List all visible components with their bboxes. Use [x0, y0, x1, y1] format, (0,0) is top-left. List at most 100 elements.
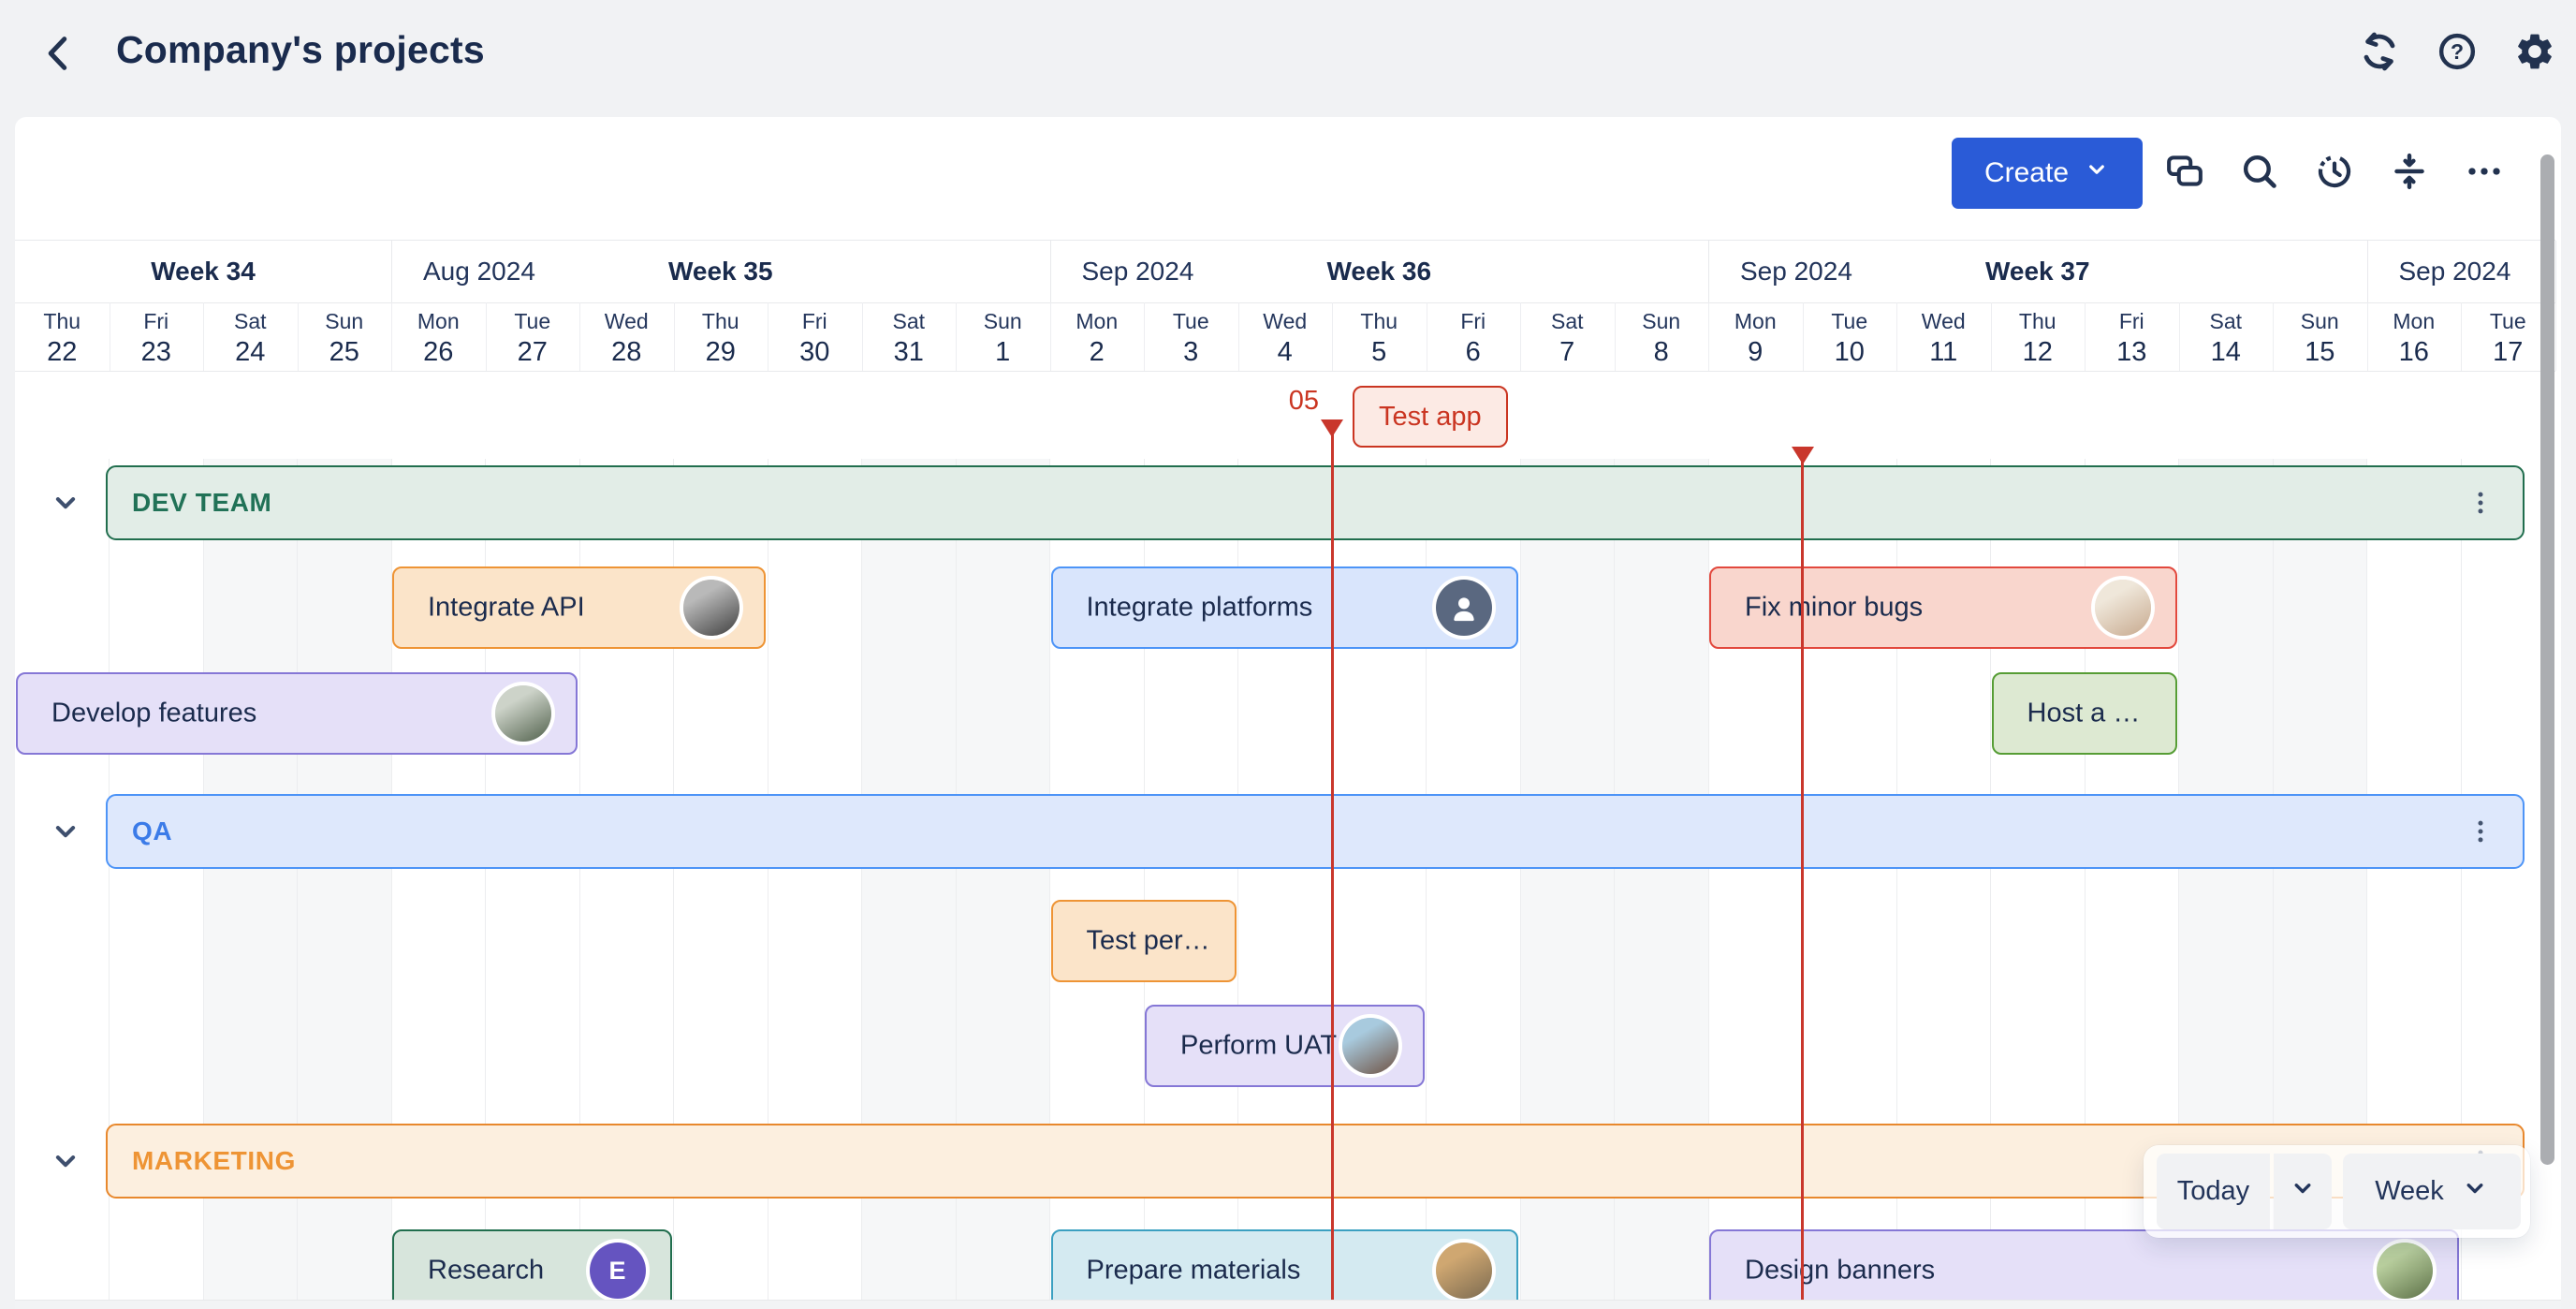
assignee-avatar [2377, 1243, 2433, 1299]
group-bar-qa[interactable]: QA [106, 794, 2525, 869]
task-label: Fix minor bugs [1745, 592, 1924, 623]
day-number-label: 24 [235, 337, 266, 367]
today-button[interactable]: Today [2157, 1154, 2270, 1229]
collapse-group-chevron[interactable] [41, 1137, 90, 1185]
milestone-marker-icon[interactable] [1791, 447, 1814, 464]
task-bar-integrate-platforms[interactable]: Integrate platforms [1050, 566, 1518, 649]
day-number-label: 14 [2210, 337, 2241, 367]
milestone-marker-icon[interactable] [1321, 419, 1343, 437]
time-tracking-icon [2314, 151, 2355, 197]
view-controls-panel: Today Week [2144, 1145, 2530, 1238]
collapse-group-chevron[interactable] [41, 478, 90, 527]
day-of-week-label: Sun [325, 309, 364, 333]
week-number-label: Week 37 [1984, 257, 2090, 286]
search-button[interactable] [2237, 151, 2282, 196]
week-header-cell: Aug 2024 Week 35 [391, 241, 1051, 302]
create-button[interactable]: Create [1952, 138, 2143, 209]
more-options-button[interactable] [2462, 151, 2507, 196]
group-bar-dev-team[interactable]: DEV TEAM [106, 465, 2525, 540]
day-number-label: 3 [1183, 337, 1199, 367]
day-number-label: 29 [705, 337, 736, 367]
milestone-name-tag[interactable]: Test app [1353, 386, 1508, 448]
task-bar-test-performance[interactable]: Test per… [1050, 900, 1237, 982]
day-gridline [1519, 459, 1521, 1302]
task-bar-host-a[interactable]: Host a … [1991, 672, 2177, 755]
day-gridline [955, 459, 957, 1302]
assignee-avatar [1341, 1018, 1398, 1074]
day-of-week-label: Thu [1360, 309, 1398, 333]
day-header-cell: Sat 24 [203, 302, 299, 371]
day-number-label: 11 [1929, 337, 1958, 367]
day-header-cell: Mon 2 [1050, 302, 1145, 371]
task-bar-integrate-api[interactable]: Integrate API [392, 566, 766, 649]
zoom-level-button[interactable]: Week [2343, 1154, 2521, 1229]
day-gridline [2084, 459, 2086, 1302]
day-of-week-label: Fri [143, 309, 169, 333]
time-tracking-button[interactable] [2312, 151, 2357, 196]
task-label: Research [428, 1255, 545, 1286]
collapse-group-chevron[interactable] [41, 807, 90, 856]
week-header-cell: Sep 2024 Week 36 [1050, 241, 1709, 302]
task-bar-perform-uat[interactable]: Perform UAT [1145, 1005, 1425, 1087]
month-year-label: Aug 2024 [423, 257, 535, 286]
task-bar-prepare-materials[interactable]: Prepare materials [1050, 1229, 1518, 1309]
day-of-week-label: Mon [1076, 309, 1119, 333]
group-more-options-icon[interactable] [2465, 811, 2496, 852]
group-label: QA [132, 816, 173, 846]
sync-button[interactable] [2357, 22, 2402, 84]
day-gridline [1707, 459, 1709, 1302]
today-button-label: Today [2176, 1176, 2250, 1206]
day-of-week-label: Thu [701, 309, 739, 333]
task-label: Perform UAT [1180, 1030, 1338, 1061]
day-gridline [2460, 459, 2462, 1302]
day-of-week-label: Sat [233, 309, 267, 333]
task-bar-develop-features[interactable]: Develop features [16, 672, 578, 755]
day-number-label: 2 [1089, 337, 1105, 367]
group-more-options-icon[interactable] [2465, 482, 2496, 523]
today-dropdown-button[interactable] [2274, 1154, 2332, 1229]
day-number-label: 12 [2022, 337, 2053, 367]
back-button[interactable] [32, 24, 86, 86]
vertical-scrollbar-thumb[interactable] [2540, 154, 2554, 1165]
day-gridline [1426, 459, 1427, 1302]
day-gridline [297, 459, 298, 1302]
day-gridline [578, 459, 580, 1302]
task-bar-fix-minor-bugs[interactable]: Fix minor bugs [1709, 566, 2177, 649]
day-of-week-label: Mon [2393, 309, 2436, 333]
week-number-label: Week 35 [667, 257, 773, 286]
collapse-all-button[interactable] [2387, 151, 2432, 196]
month-year-label: Sep 2024 [1081, 257, 1194, 286]
comments-button[interactable] [2162, 151, 2207, 196]
group-bar-marketing[interactable]: MARKETING [106, 1124, 2525, 1199]
task-label: Prepare materials [1086, 1255, 1301, 1286]
task-bar-design-banners[interactable]: Design banners [1709, 1229, 2459, 1309]
task-label: Integrate platforms [1086, 592, 1313, 623]
search-icon [2239, 151, 2280, 197]
toolbar-icons [2162, 138, 2507, 209]
settings-button[interactable] [2512, 22, 2557, 84]
help-button[interactable]: ? [2435, 22, 2480, 84]
milestone-line [1801, 456, 1804, 1302]
day-of-week-label: Mon [1734, 309, 1777, 333]
day-of-week-label: Tue [1831, 309, 1868, 333]
day-number-label: 15 [2305, 337, 2335, 367]
comments-icon [2164, 151, 2205, 197]
task-label: Integrate API [428, 592, 585, 623]
week-number-label: Week 36 [1326, 257, 1432, 286]
day-gridline [673, 459, 674, 1302]
week-header-cell: Week 34 [15, 241, 392, 302]
day-number-label: 27 [517, 337, 548, 367]
